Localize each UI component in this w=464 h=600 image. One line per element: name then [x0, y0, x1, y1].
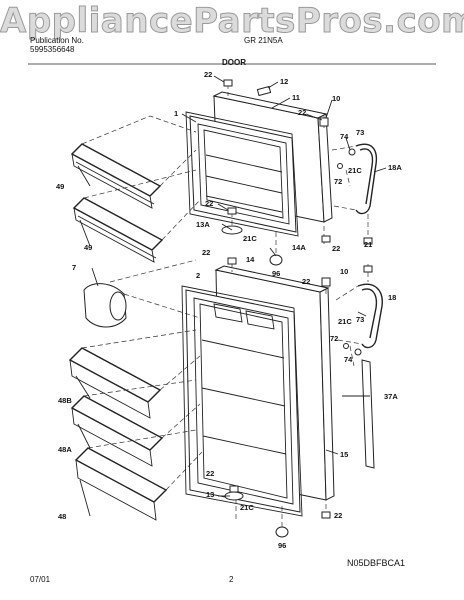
- page-number: 2: [229, 575, 234, 584]
- assembly-leader-lines: [81, 84, 369, 530]
- callout: 72: [334, 177, 342, 186]
- handle-trim-37A: [361, 359, 375, 469]
- callout: 21C: [240, 503, 254, 512]
- callout-leaders: [75, 75, 387, 517]
- callout: 22: [302, 277, 310, 286]
- callout: 22: [206, 469, 214, 478]
- callout: 48: [58, 512, 66, 521]
- callout: 48A: [58, 445, 72, 454]
- callout: 10: [332, 94, 340, 103]
- callout: 73: [356, 315, 364, 324]
- callout: 12: [280, 77, 288, 86]
- publication-number: 5995356648: [30, 45, 75, 54]
- callout: 73: [356, 128, 364, 137]
- callout: 22: [334, 511, 342, 520]
- diagram-code: N05DBFBCA1: [347, 558, 406, 568]
- callout: 96: [272, 269, 280, 278]
- callout: 37A: [384, 392, 398, 401]
- freezer-gasket: [185, 111, 299, 237]
- callout: 21C: [348, 166, 362, 175]
- publication-label: Publication No.: [30, 36, 84, 45]
- section-title: DOOR: [222, 58, 246, 67]
- callout: 14A: [292, 243, 306, 252]
- callout: 11: [292, 93, 300, 102]
- fresh-food-handle-18: [357, 283, 383, 349]
- model-number: GR 21N5A: [244, 36, 283, 45]
- callout: 49: [56, 182, 64, 191]
- freezer-door-liner: [189, 115, 297, 233]
- callout: 15: [340, 450, 348, 459]
- freezer-shelf-49-bottom: [72, 197, 164, 263]
- callout: 21C: [243, 234, 257, 243]
- callout: 13: [206, 490, 214, 499]
- callout: 22: [332, 244, 340, 253]
- callout: 10: [340, 267, 348, 276]
- fresh-food-door-liner: [185, 289, 301, 513]
- publication-header: Publication No. 5995356648: [30, 36, 84, 54]
- callout: 18: [388, 293, 396, 302]
- callout: 74: [340, 132, 349, 141]
- callout: 22: [202, 248, 210, 257]
- callout: 22: [298, 108, 306, 117]
- callout: 72: [330, 334, 338, 343]
- door-bin-48B: [68, 347, 162, 419]
- freezer-handle-18A: [355, 143, 378, 215]
- watermark-logo: AppliancePartsPros.com: [0, 1, 464, 42]
- callout: 13A: [196, 220, 210, 229]
- revision-date: 07/01: [30, 575, 51, 584]
- door-bin-48: [74, 447, 168, 521]
- callout: 96: [278, 541, 286, 550]
- callout: 49: [84, 243, 92, 252]
- callout: 7: [72, 263, 76, 272]
- callout: 22: [204, 70, 212, 79]
- callout: 1: [174, 109, 178, 118]
- callout: 18A: [388, 163, 402, 172]
- dairy-compartment-7: [83, 283, 127, 328]
- callout: 74: [344, 355, 353, 364]
- callout: 48B: [58, 396, 72, 405]
- callout: 14: [246, 255, 255, 264]
- fresh-food-gasket: [181, 285, 303, 517]
- callout: 21: [364, 240, 372, 249]
- callout-labels: 22 12 11 10 22 1 74 73 18A 21C 72 49 22 …: [56, 70, 402, 550]
- callout: 22: [205, 199, 213, 208]
- callout: 21C: [338, 317, 352, 326]
- callout: 2: [196, 271, 200, 280]
